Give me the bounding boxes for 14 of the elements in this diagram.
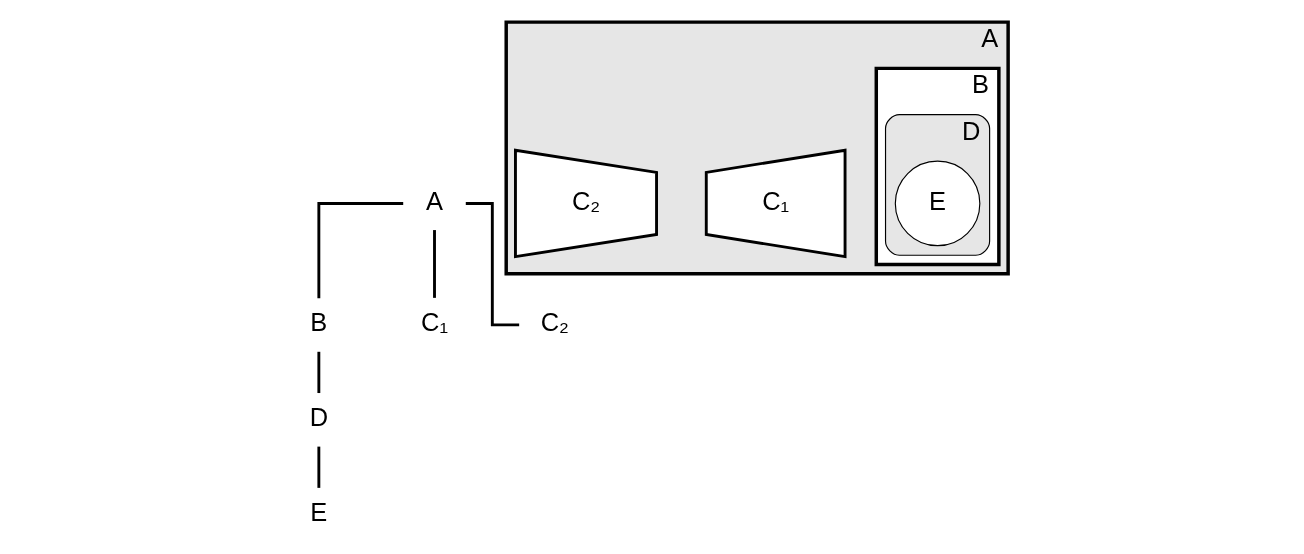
connector xyxy=(316,351,320,394)
connector xyxy=(465,202,519,327)
node-text: D xyxy=(309,403,328,432)
connector xyxy=(316,446,320,488)
node-text: E xyxy=(309,498,327,526)
connector xyxy=(316,202,403,299)
node-text: B xyxy=(309,308,327,337)
node-text: C₂ xyxy=(540,308,569,337)
connector xyxy=(432,230,436,298)
node-text: A xyxy=(425,186,443,215)
node-box: C₂ xyxy=(513,148,658,259)
node-box: C₁ xyxy=(704,148,846,259)
node-text: C₁ xyxy=(420,308,448,337)
node-circle: E xyxy=(894,160,980,247)
